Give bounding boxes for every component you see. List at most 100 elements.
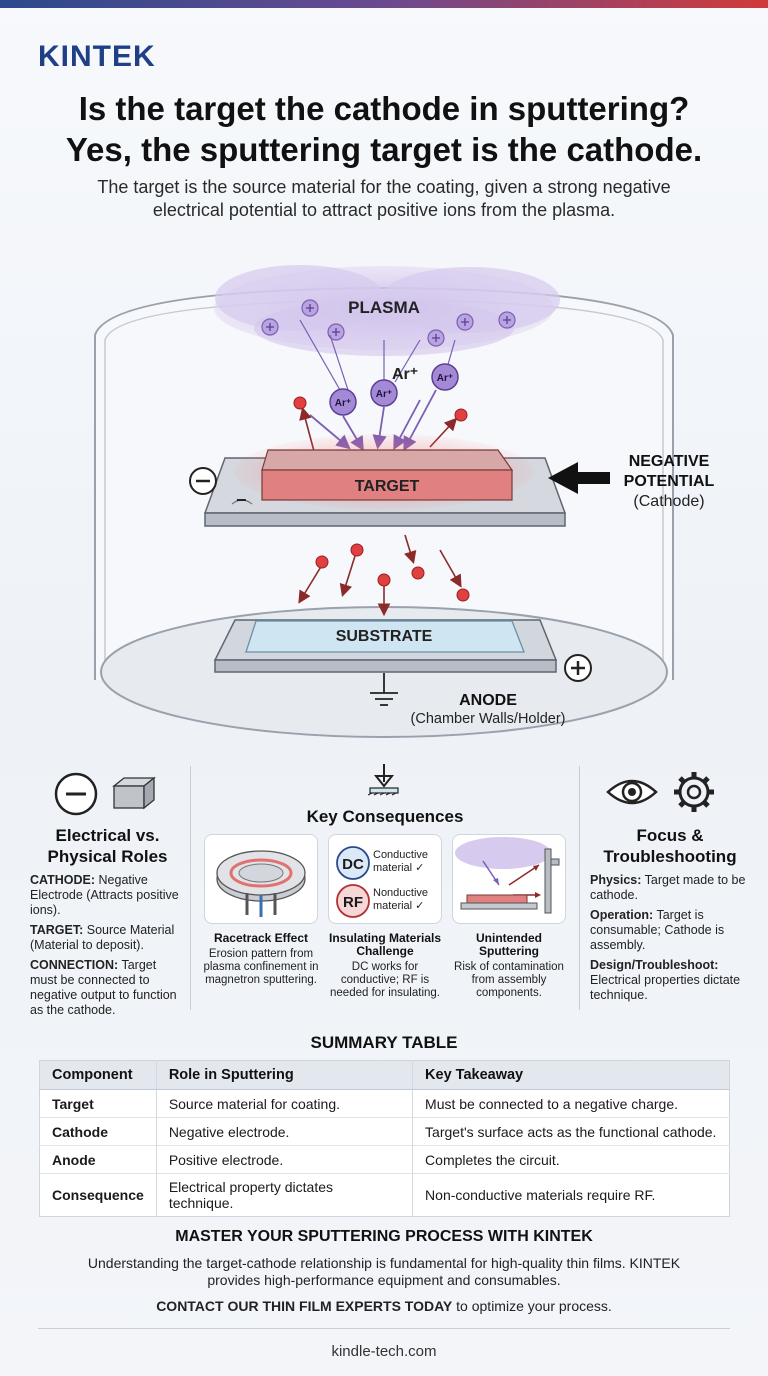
table-cell: Must be connected to a negative charge.: [412, 1089, 730, 1118]
column-header: Component: [39, 1060, 157, 1090]
focus-item: Operation: Target is consumable; Cathode…: [590, 908, 725, 952]
dc-rf-icons: DC RF: [336, 846, 370, 918]
table-cell: Consequence: [52, 1187, 144, 1203]
column-header: Key Takeaway: [412, 1060, 730, 1090]
table-cell: Target's surface acts as the functional …: [412, 1117, 730, 1146]
roles-title: Electrical vs. Physical Roles: [47, 826, 168, 866]
table-cell: Negative electrode.: [155, 1117, 413, 1146]
rf-label: RF: [343, 894, 363, 911]
racetrack-effect-card: [204, 834, 318, 924]
roles-icons: [54, 772, 156, 816]
ejected-atoms-up: [293, 396, 468, 456]
racetrack-magnetron-icon: [216, 850, 306, 917]
cta-text: Understanding the target-cathode relatio…: [87, 1255, 681, 1288]
insulating-materials-text: DC works for conductive; RF is needed fo…: [330, 961, 440, 999]
page-title: Is the target the cathode in sputtering?…: [0, 88, 768, 170]
negative-potential-arrow: [548, 462, 610, 494]
negative-terminal-icon: [189, 467, 217, 495]
table-cell: Cathode: [39, 1117, 157, 1146]
roles-item: CONNECTION: Target must be connected to …: [30, 958, 177, 1017]
material-block-icon: [112, 776, 156, 810]
page-subtitle: The target is the source material for th…: [97, 177, 671, 220]
key-consequences-panel: Key Consequences Racetrack Effect Erosio…: [200, 762, 570, 1012]
table-row: Cathode Negative electrode. Target's sur…: [39, 1117, 730, 1146]
title-line-2: Yes, the sputtering target is the cathod…: [65, 131, 703, 168]
target-top: [261, 449, 514, 471]
argon-ion: Ar⁺: [431, 363, 459, 391]
plasma-label: PLASMA: [348, 298, 420, 317]
top-accent-bar: [0, 0, 768, 8]
focus-item: Physics: Target made to be cathode.: [590, 873, 746, 902]
racetrack-effect-text: Erosion pattern from plasma confinement …: [203, 948, 319, 986]
table-cell: Source material for coating.: [155, 1089, 413, 1118]
table-header-row: Component Role in Sputtering Key Takeawa…: [39, 1060, 730, 1090]
sputtering-chamber-diagram: PLASMA Ar⁺ Ar⁺ Ar⁺ Ar⁺: [94, 265, 715, 738]
anode-label: ANODE: [459, 692, 517, 709]
cta-contact-rest: to optimize your process.: [452, 1298, 612, 1314]
target-label: TARGET: [355, 478, 420, 495]
racetrack-effect-title: Racetrack Effect: [213, 931, 309, 945]
argon-ion: Ar⁺: [370, 379, 398, 407]
ejected-atoms-down: [298, 534, 470, 617]
roles-item: TARGET: Source Material (Material to dep…: [30, 923, 175, 952]
table-row: Consequence Electrical property dictates…: [40, 1173, 730, 1217]
table-row: Anode Positive electrode. Completes the …: [39, 1145, 730, 1174]
deposition-icon: [367, 764, 399, 796]
key-consequences-title: Key Consequences: [306, 807, 464, 826]
table-cell: Non-conductive materials require RF.: [412, 1173, 730, 1217]
summary-table-title: SUMMARY TABLE: [310, 1033, 458, 1052]
plasma-to-ion-lines: [299, 319, 456, 391]
conductive-material-label: Conductive material ✓: [373, 849, 429, 874]
insulating-materials-title: Insulating Materials Challenge: [328, 931, 442, 958]
target-block: [261, 469, 513, 501]
negative-potential-label: NEGATIVE: [629, 453, 710, 470]
table-cell: Positive electrode.: [155, 1145, 413, 1174]
unintended-sputtering-title: Unintended Sputtering: [476, 931, 542, 958]
unintended-sputtering-text: Risk of contamination from assembly comp…: [454, 961, 564, 999]
table-row: Target Source material for coating. Must…: [39, 1089, 730, 1118]
title-line-1: Is the target the cathode in sputtering?: [78, 90, 690, 127]
cta-contact[interactable]: CONTACT OUR THIN FILM EXPERTS TODAY to o…: [0, 1298, 768, 1314]
table-cell: Completes the circuit.: [412, 1145, 730, 1174]
focus-icons: [606, 772, 714, 812]
svg-text:Ar⁺: Ar⁺: [437, 373, 453, 384]
positive-terminal-icon: [564, 654, 592, 682]
cathode-minus-sign: −: [236, 490, 247, 510]
dc-label: DC: [342, 856, 364, 873]
table-cell: Anode: [39, 1145, 157, 1174]
table-cell: Target: [39, 1089, 157, 1118]
unintended-sputtering-card: [452, 834, 566, 924]
gear-icon: [674, 772, 714, 812]
anode-note: (Chamber Walls/Holder): [411, 711, 566, 727]
plasma-cloud: [214, 265, 560, 356]
table-cell: Electrical property dictates technique.: [155, 1173, 413, 1217]
argon-ion-label: Ar⁺: [392, 366, 418, 383]
svg-text:POTENTIAL: POTENTIAL: [624, 473, 715, 490]
kintek-logo: KINTEK: [38, 40, 156, 73]
column-header: Role in Sputtering: [155, 1060, 413, 1090]
svg-text:Ar⁺: Ar⁺: [376, 389, 392, 400]
roles-item: CATHODE: Negative Electrode (Attracts po…: [30, 873, 179, 917]
column-divider: [579, 766, 580, 1010]
argon-ion: Ar⁺: [329, 388, 357, 416]
substrate-label: SUBSTRATE: [336, 628, 433, 645]
eye-icon: [606, 779, 658, 805]
nonductive-material-label: Nonductive material ✓: [373, 887, 429, 912]
ground-icon: [370, 673, 398, 706]
substrate: [245, 620, 525, 653]
svg-text:(Cathode): (Cathode): [633, 493, 704, 510]
cta-contact-link[interactable]: CONTACT OUR THIN FILM EXPERTS TODAY: [156, 1298, 453, 1314]
column-divider: [190, 766, 191, 1010]
focus-title: Focus & Troubleshooting: [603, 826, 737, 866]
plasma-ion-plus-signs: [266, 304, 511, 342]
minus-circle-icon: [54, 772, 98, 816]
focus-item: Design/Troubleshoot: Electrical properti…: [590, 958, 741, 1002]
svg-text:Ar⁺: Ar⁺: [335, 398, 351, 409]
footer-url[interactable]: kindle-tech.com: [331, 1343, 437, 1360]
electrical-physical-roles-panel: Electrical vs. Physical Roles CATHODE: N…: [30, 762, 185, 1018]
unintended-sputtering-icon: [455, 837, 560, 914]
insulating-materials-card: DC RF Conductive material ✓ Nonductive m…: [328, 834, 442, 924]
cta-title: MASTER YOUR SPUTTERING PROCESS WITH KINT…: [175, 1228, 593, 1245]
focus-troubleshooting-panel: Focus & Troubleshooting Physics: Target …: [590, 762, 750, 1003]
summary-table: Component Role in Sputtering Key Takeawa…: [39, 1060, 730, 1217]
